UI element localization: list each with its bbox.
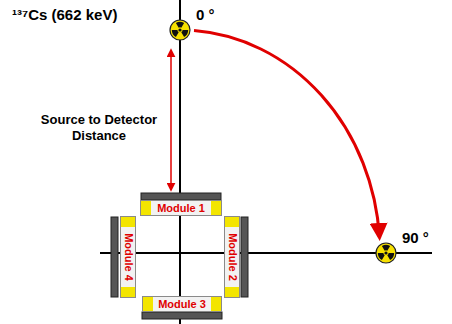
- module-label: Module 2: [226, 233, 239, 281]
- module-label: Module 4: [122, 233, 135, 281]
- shield-plate: [111, 217, 118, 297]
- radiation-source: [170, 20, 190, 40]
- distance-label: Source to Detector Distance: [38, 112, 160, 144]
- angle-label: 90 °: [402, 229, 429, 246]
- source-label: ¹³⁷Cs (662 keV): [12, 6, 117, 23]
- shield-plate: [241, 217, 248, 297]
- angle-label: 0 °: [196, 6, 215, 23]
- radiation-source: [376, 243, 396, 263]
- shield-plate: [142, 312, 222, 319]
- vertical-axis: [179, 0, 181, 324]
- detector-module: Module 1: [140, 200, 222, 216]
- module-label: Module 3: [158, 298, 206, 311]
- shield-plate: [141, 193, 221, 200]
- module-label: Module 1: [157, 202, 205, 215]
- detector-module: Module 4: [120, 216, 136, 298]
- distance-arrow: [170, 50, 172, 190]
- detector-module: Module 3: [142, 296, 222, 312]
- detector-module: Module 2: [224, 216, 240, 298]
